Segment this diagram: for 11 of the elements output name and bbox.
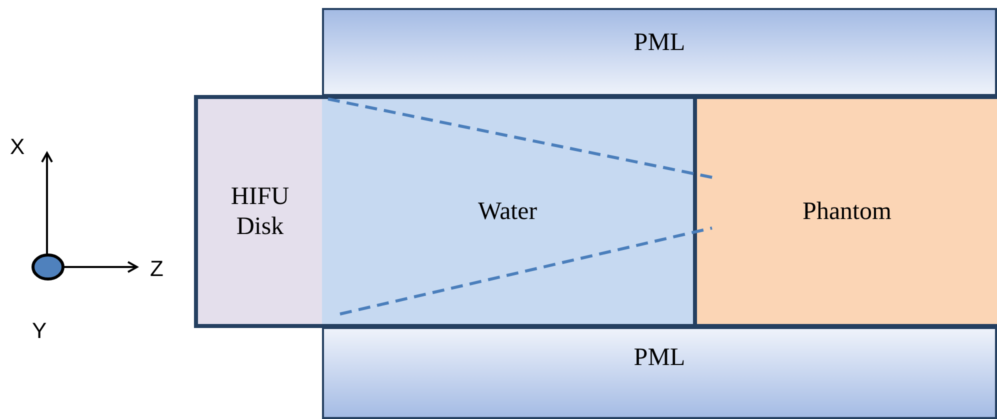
axis-label: Z [150,256,164,282]
region-label: Water [478,196,538,226]
axis-label: X [10,134,25,160]
pml-layer [322,327,997,419]
region-label: Phantom [802,196,892,226]
axis-label: Y [32,318,47,344]
phantom-region [697,95,997,328]
region-label: PML [634,343,686,373]
pml-layer [322,8,997,96]
region-label: PML [634,28,686,58]
region-label: HIFU Disk [230,182,290,242]
